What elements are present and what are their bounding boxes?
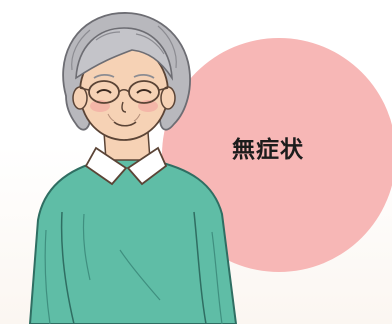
bubble-label: 無症状	[232, 137, 304, 163]
glasses-icon	[79, 80, 169, 104]
sweater	[28, 154, 238, 324]
collar	[84, 146, 128, 186]
